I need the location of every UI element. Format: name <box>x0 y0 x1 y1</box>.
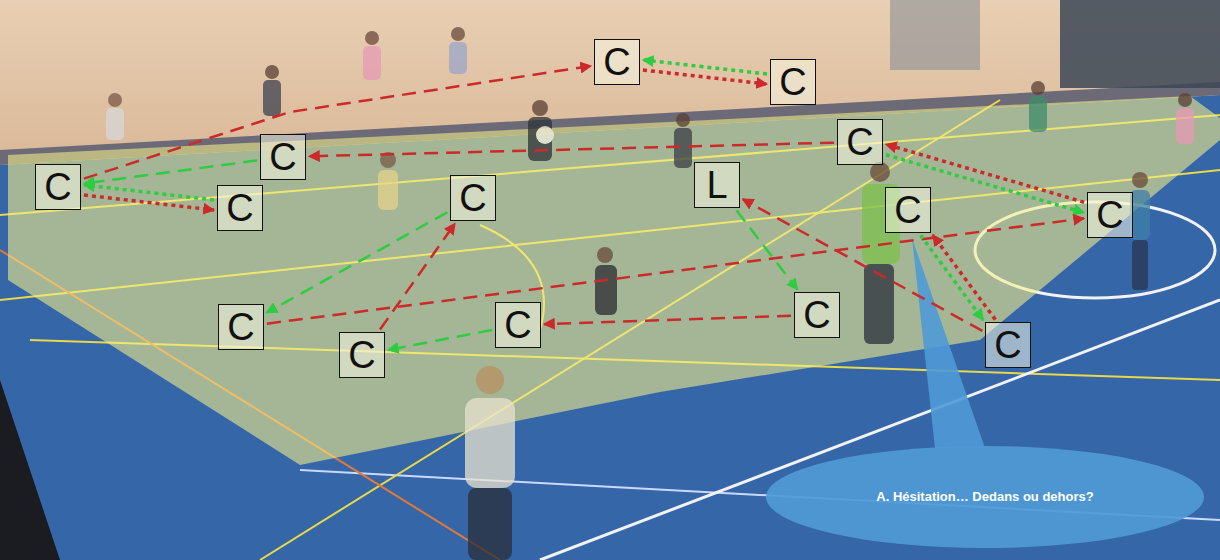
player-box: C <box>770 59 816 105</box>
ball <box>536 126 554 144</box>
player-letter: C <box>803 296 830 334</box>
player-box: C <box>35 164 81 210</box>
play-zone <box>8 96 1220 465</box>
pass-arrow <box>267 218 1084 323</box>
player-letter: C <box>269 138 296 176</box>
head <box>265 65 279 79</box>
person <box>363 31 381 80</box>
pass-arrow <box>84 160 257 183</box>
body <box>595 265 617 315</box>
head <box>476 366 504 394</box>
player-box: L <box>694 162 740 208</box>
person <box>1176 93 1194 144</box>
person <box>465 366 515 560</box>
pass-arrow <box>743 199 983 331</box>
player-letter: C <box>44 168 71 206</box>
player-box: C <box>450 175 496 221</box>
head <box>1178 93 1192 107</box>
player-box: C <box>495 302 541 348</box>
pass-arrow <box>921 235 984 320</box>
player-letter: C <box>227 308 254 346</box>
pass-arrow <box>84 66 591 179</box>
player-box: C <box>217 185 263 231</box>
player-letter: C <box>779 63 806 101</box>
window <box>1060 0 1220 88</box>
callout-text: A. Hésitation… Dedans ou dehors? <box>876 489 1093 505</box>
player-letter: C <box>226 189 253 227</box>
body <box>1130 190 1150 240</box>
player-letter: C <box>348 336 375 374</box>
pass-arrow <box>380 223 455 329</box>
player-box: C <box>985 322 1031 368</box>
player-letter: L <box>706 166 727 204</box>
dark-corner <box>0 380 60 560</box>
player-box: C <box>594 39 640 85</box>
body <box>378 170 398 210</box>
body <box>106 108 124 140</box>
player-box: C <box>885 187 931 233</box>
body <box>1176 108 1194 144</box>
person <box>378 152 398 210</box>
player-letter: C <box>459 179 486 217</box>
person <box>528 100 554 161</box>
pass-arrow <box>309 143 834 157</box>
person <box>1029 81 1047 132</box>
person <box>263 65 281 116</box>
body <box>363 46 381 80</box>
player-box: C <box>339 332 385 378</box>
person <box>1130 172 1150 290</box>
legs <box>468 488 512 560</box>
pass-arrow <box>737 210 798 289</box>
player-box: C <box>218 304 264 350</box>
head <box>108 93 122 107</box>
callout-tail <box>912 238 985 448</box>
player-letter: C <box>504 306 531 344</box>
player-letter: C <box>846 123 873 161</box>
body <box>449 42 467 74</box>
legs <box>1132 240 1148 290</box>
pass-arrow <box>267 212 448 313</box>
head <box>597 247 613 263</box>
head <box>451 27 465 41</box>
player-letter: C <box>603 43 630 81</box>
player-letter: C <box>1096 196 1123 234</box>
person <box>106 93 124 140</box>
body <box>263 80 281 116</box>
head <box>676 113 690 127</box>
callout-bubble: A. Hésitation… Dedans ou dehors? <box>765 445 1205 549</box>
pass-arrow <box>544 316 791 324</box>
callout-shape <box>766 446 1204 548</box>
head <box>1031 81 1045 95</box>
player-box: C <box>837 119 883 165</box>
person <box>449 27 467 74</box>
player-box: C <box>1087 192 1133 238</box>
player-box: C <box>260 134 306 180</box>
legs <box>864 264 894 344</box>
pass-arrow <box>388 330 492 350</box>
player-box: C <box>794 292 840 338</box>
door <box>890 0 980 70</box>
head <box>870 162 890 182</box>
pass-arrow <box>84 185 214 200</box>
person <box>674 113 692 168</box>
head <box>365 31 379 45</box>
body <box>1029 96 1047 132</box>
head <box>1132 172 1148 188</box>
pass-arrow <box>643 60 767 74</box>
player-letter: C <box>894 191 921 229</box>
body <box>465 398 515 488</box>
player-letter: C <box>994 326 1021 364</box>
pass-arrow <box>933 235 996 320</box>
head <box>532 100 548 116</box>
